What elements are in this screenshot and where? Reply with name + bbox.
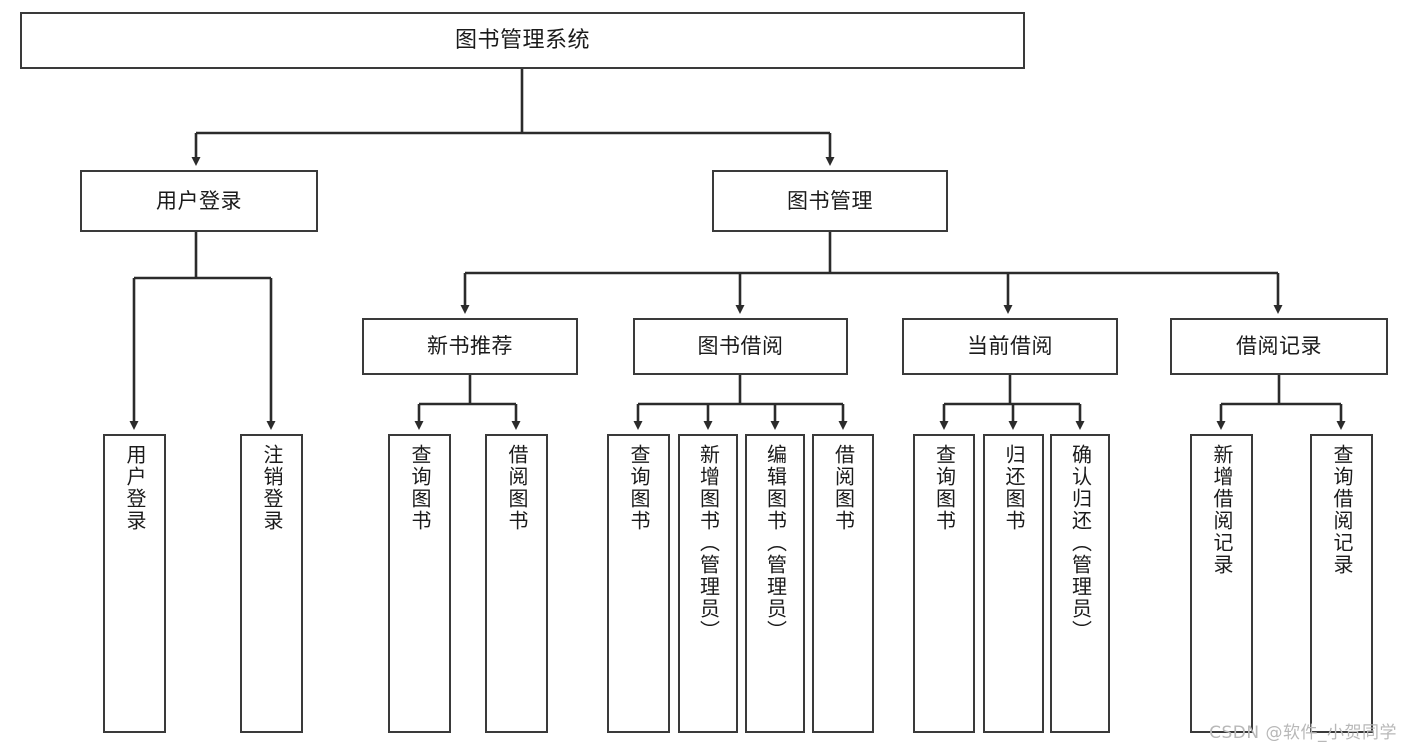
node-leaf-borrow-book-1-label: 借阅图书 bbox=[505, 444, 529, 532]
node-leaf-query-book-3-label: 查询图书 bbox=[932, 444, 957, 532]
node-leaf-confirm-return[interactable]: 确认归还（管理员） bbox=[1050, 434, 1110, 733]
node-leaf-query-book-3[interactable]: 查询图书 bbox=[913, 434, 975, 733]
node-new-book-recommend[interactable]: 新书推荐 bbox=[362, 318, 578, 375]
node-new-book-recommend-label: 新书推荐 bbox=[427, 334, 513, 359]
node-book-borrow[interactable]: 图书借阅 bbox=[633, 318, 848, 375]
node-leaf-user-login-label: 用户登录 bbox=[123, 444, 147, 532]
node-leaf-query-record[interactable]: 查询借阅记录 bbox=[1310, 434, 1373, 733]
watermark-text: CSDN @软件_小贺同学 bbox=[1209, 723, 1397, 743]
node-book-manage[interactable]: 图书管理 bbox=[712, 170, 948, 232]
node-root[interactable]: 图书管理系统 bbox=[20, 12, 1025, 69]
node-leaf-add-book-label: 新增图书（管理员） bbox=[696, 444, 721, 642]
node-user-login-label: 用户登录 bbox=[156, 188, 242, 213]
node-leaf-user-logout-label: 注销登录 bbox=[260, 444, 284, 532]
node-leaf-query-book-1-label: 查询图书 bbox=[408, 444, 432, 532]
node-leaf-add-book[interactable]: 新增图书（管理员） bbox=[678, 434, 738, 733]
node-leaf-add-record-label: 新增借阅记录 bbox=[1210, 444, 1234, 576]
node-leaf-borrow-book-2[interactable]: 借阅图书 bbox=[812, 434, 874, 733]
node-leaf-borrow-book-2-label: 借阅图书 bbox=[831, 444, 856, 532]
node-leaf-edit-book[interactable]: 编辑图书（管理员） bbox=[745, 434, 805, 733]
node-leaf-user-logout[interactable]: 注销登录 bbox=[240, 434, 303, 733]
node-leaf-edit-book-label: 编辑图书（管理员） bbox=[763, 444, 788, 642]
node-current-borrow[interactable]: 当前借阅 bbox=[902, 318, 1118, 375]
node-leaf-query-record-label: 查询借阅记录 bbox=[1330, 444, 1354, 576]
node-leaf-confirm-return-label: 确认归还（管理员） bbox=[1068, 444, 1093, 642]
node-leaf-user-login[interactable]: 用户登录 bbox=[103, 434, 166, 733]
node-borrow-record[interactable]: 借阅记录 bbox=[1170, 318, 1388, 375]
node-leaf-query-book-2-label: 查询图书 bbox=[627, 444, 651, 532]
node-root-label: 图书管理系统 bbox=[454, 27, 590, 53]
node-leaf-query-book-2[interactable]: 查询图书 bbox=[607, 434, 670, 733]
node-leaf-query-book-1[interactable]: 查询图书 bbox=[388, 434, 451, 733]
node-current-borrow-label: 当前借阅 bbox=[967, 334, 1053, 359]
node-leaf-borrow-book-1[interactable]: 借阅图书 bbox=[485, 434, 548, 733]
node-borrow-record-label: 借阅记录 bbox=[1236, 334, 1322, 359]
node-leaf-return-book[interactable]: 归还图书 bbox=[983, 434, 1044, 733]
node-leaf-add-record[interactable]: 新增借阅记录 bbox=[1190, 434, 1253, 733]
node-book-borrow-label: 图书借阅 bbox=[697, 334, 784, 359]
node-book-manage-label: 图书管理 bbox=[787, 188, 873, 213]
node-user-login[interactable]: 用户登录 bbox=[80, 170, 318, 232]
node-leaf-return-book-label: 归还图书 bbox=[1002, 444, 1026, 532]
